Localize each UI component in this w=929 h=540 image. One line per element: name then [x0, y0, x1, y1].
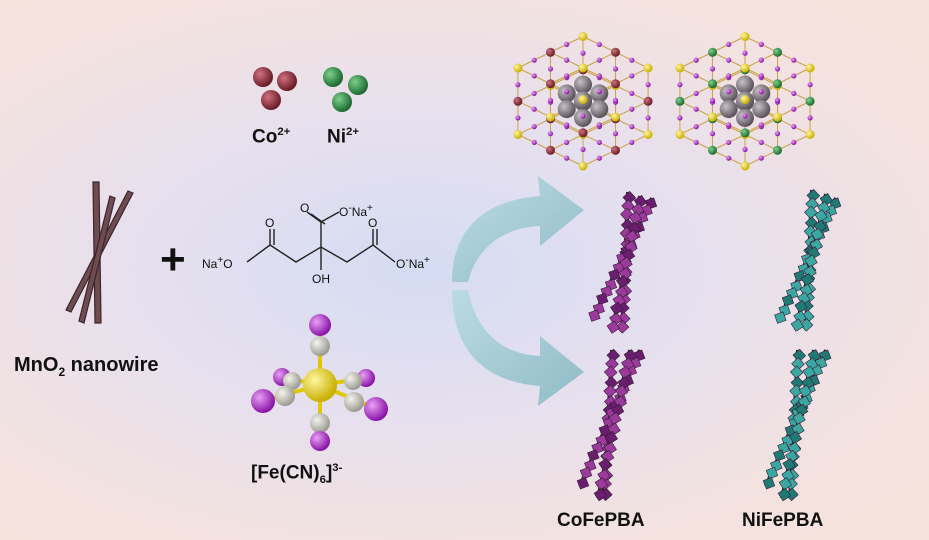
cofepba-crystal-lattice: [513, 32, 653, 171]
mno2-nanowire-bundle: [65, 181, 134, 324]
nifepba-nanowire-top: [774, 188, 842, 332]
citrate-top-carboxylate: O-Na+: [339, 203, 373, 219]
lattice-atoms: [675, 32, 815, 171]
mno2-nanowire-label: MnO2 nanowire: [14, 354, 159, 379]
ni-ion-cluster: [323, 67, 368, 112]
nifepba-crystal-lattice: [675, 32, 815, 171]
lattice-atoms: [513, 32, 653, 171]
co-ion-label: Co2+: [252, 126, 291, 148]
citrate-carbonyl-right: O: [368, 216, 378, 230]
ni-ion-label: Ni2+: [327, 126, 359, 148]
citrate-right-carboxylate: O-Na+: [396, 255, 430, 271]
citrate-left-carboxylate: Na+O: [202, 255, 233, 271]
cofepba-nanowire-bottom: [576, 348, 646, 502]
plus-sign: +: [160, 235, 186, 284]
cofepba-label: CoFePBA: [557, 510, 645, 531]
sodium-citrate-structure: [246, 211, 396, 270]
citrate-hydroxyl: OH: [312, 272, 330, 286]
citrate-carbonyl-left: O: [265, 216, 275, 230]
nifepba-label: NiFePBA: [742, 510, 824, 531]
citrate-carbonyl-top: O: [300, 201, 310, 215]
ferricyanide-label: [Fe(CN)6]3-: [251, 462, 343, 487]
cofepba-nanowire-top: [588, 190, 658, 334]
co-ion-cluster: [253, 67, 297, 110]
reaction-arrows: [452, 176, 584, 406]
nifepba-nanowire-bottom: [762, 348, 832, 502]
ferricyanide-molecule: [251, 314, 388, 451]
